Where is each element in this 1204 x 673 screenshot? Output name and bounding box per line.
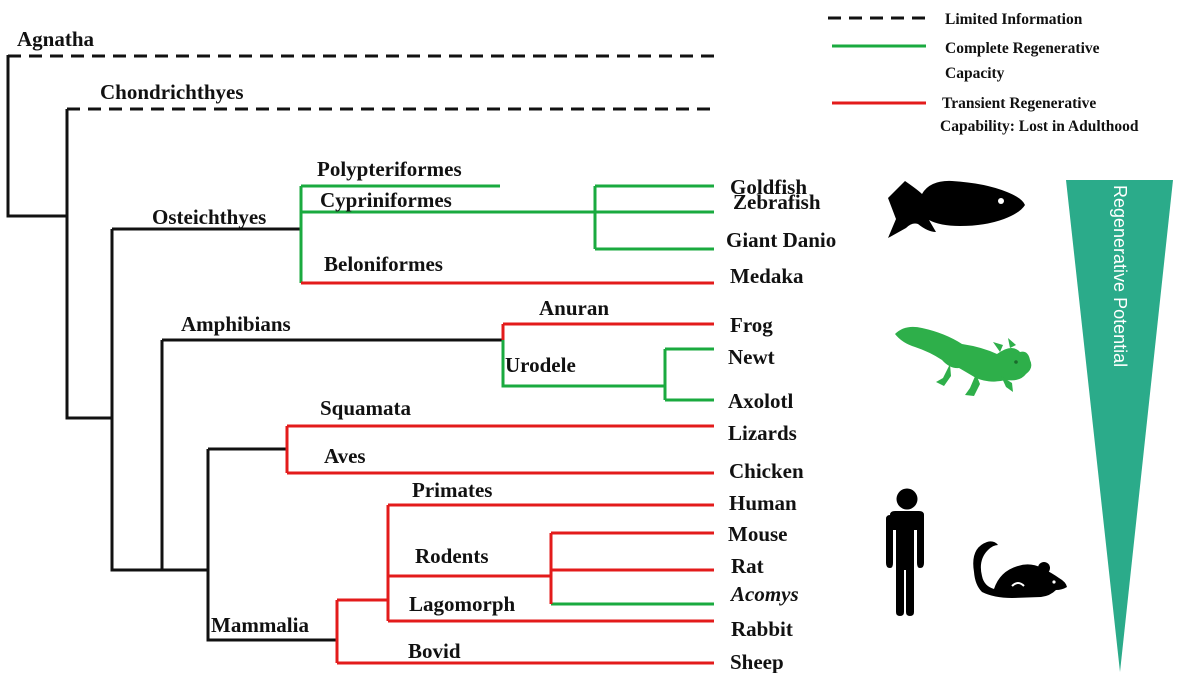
legend-label-limited: Limited Information bbox=[945, 11, 1083, 28]
backbone-branches bbox=[8, 55, 714, 640]
fish-icon bbox=[888, 181, 1025, 238]
label-beloniformes: Beloniformes bbox=[324, 252, 443, 276]
legend-label-complete-2: Capacity bbox=[945, 65, 1005, 82]
label-bovid: Bovid bbox=[408, 639, 461, 663]
legend-label-complete-1: Complete Regenerative bbox=[945, 40, 1100, 57]
label-cypriniformes: Cypriniformes bbox=[320, 188, 452, 212]
label-rodents: Rodents bbox=[415, 544, 489, 568]
branch-amniotes bbox=[208, 449, 337, 640]
potential-label: Regenerative Potential bbox=[1110, 185, 1130, 367]
label-primates: Primates bbox=[412, 478, 492, 502]
leaf-axolotl: Axolotl bbox=[728, 389, 793, 413]
branch-gnathostomes bbox=[67, 109, 112, 418]
leaf-sheep: Sheep bbox=[730, 650, 784, 673]
label-urodele: Urodele bbox=[505, 353, 576, 377]
species-labels: Goldfish Zebrafish Giant Danio Medaka Fr… bbox=[726, 175, 836, 673]
branch-tetrapods bbox=[162, 340, 208, 570]
legend-label-transient-1: Transient Regenerative bbox=[942, 95, 1096, 112]
label-anuran: Anuran bbox=[539, 296, 609, 320]
leaf-mouse: Mouse bbox=[728, 522, 788, 546]
axolotl-icon bbox=[895, 327, 1031, 396]
legend-label-transient-2: Capability: Lost in Adulthood bbox=[940, 118, 1139, 135]
human-icon bbox=[886, 489, 924, 617]
label-chondrichthyes: Chondrichthyes bbox=[100, 80, 244, 104]
label-lagomorph: Lagomorph bbox=[409, 592, 516, 616]
label-aves: Aves bbox=[324, 444, 366, 468]
leaf-medaka: Medaka bbox=[730, 264, 804, 288]
leaf-frog: Frog bbox=[730, 313, 773, 337]
leaf-rabbit: Rabbit bbox=[731, 617, 793, 641]
regenerative-potential-indicator: Regenerative Potential bbox=[1066, 180, 1173, 672]
leaf-human: Human bbox=[729, 491, 797, 515]
complete-branches bbox=[301, 186, 714, 604]
leaf-newt: Newt bbox=[728, 345, 775, 369]
group-labels: Agnatha Chondrichthyes Polypteriformes C… bbox=[17, 27, 609, 663]
leaf-acomys: Acomys bbox=[729, 582, 799, 606]
leaf-chicken: Chicken bbox=[729, 459, 804, 483]
label-amphibians: Amphibians bbox=[181, 312, 291, 336]
leaf-zebrafish: Zebrafish bbox=[733, 190, 821, 214]
label-squamata: Squamata bbox=[320, 396, 412, 420]
mouse-icon bbox=[973, 541, 1067, 598]
branch-root bbox=[8, 55, 67, 216]
label-agnatha: Agnatha bbox=[17, 27, 95, 51]
leaf-giant-danio: Giant Danio bbox=[726, 228, 836, 252]
leaf-rat: Rat bbox=[731, 554, 764, 578]
label-polypteriformes: Polypteriformes bbox=[317, 157, 462, 181]
legend: Limited Information Complete Regenerativ… bbox=[828, 11, 1139, 135]
label-osteichthyes: Osteichthyes bbox=[152, 205, 266, 229]
leaf-lizards: Lizards bbox=[728, 421, 797, 445]
label-mammalia: Mammalia bbox=[211, 613, 309, 637]
branch-osteichthyes bbox=[112, 229, 162, 570]
